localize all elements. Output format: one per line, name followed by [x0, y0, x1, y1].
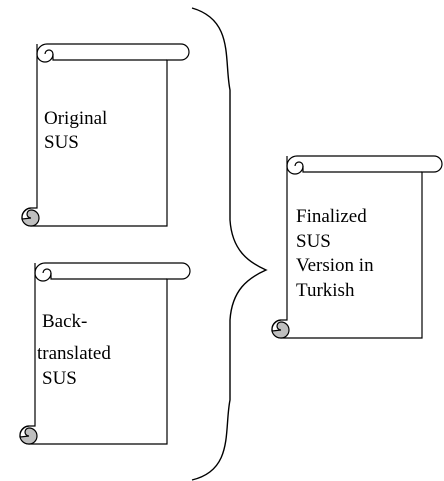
scroll-back-translated-line-3: SUS [42, 368, 77, 389]
scroll-curl-shaded [21, 209, 40, 227]
scroll-back-translated-line-1: Back- [42, 311, 87, 332]
scroll-original-line-2: SUS [44, 132, 79, 153]
scroll-finalized-line-2: SUS [296, 231, 331, 252]
scroll-finalized-line-3: Version in [296, 255, 374, 276]
scroll-original-line-1: Original [44, 108, 107, 129]
scroll-curl-shaded [19, 427, 38, 445]
scroll-back-translated-line-2: translated [37, 343, 111, 364]
scroll-curl-shaded [271, 321, 290, 339]
scroll-original-sus: Original SUS [21, 43, 190, 227]
scroll-finalized-line-1: Finalized [296, 206, 367, 227]
scroll-finalized-line-4: Turkish [296, 280, 355, 301]
scroll-back-translated-sus: Back- translated SUS [19, 262, 191, 445]
curly-brace [191, 7, 268, 481]
scroll-finalized-sus: Finalized SUS Version in Turkish [271, 155, 443, 339]
